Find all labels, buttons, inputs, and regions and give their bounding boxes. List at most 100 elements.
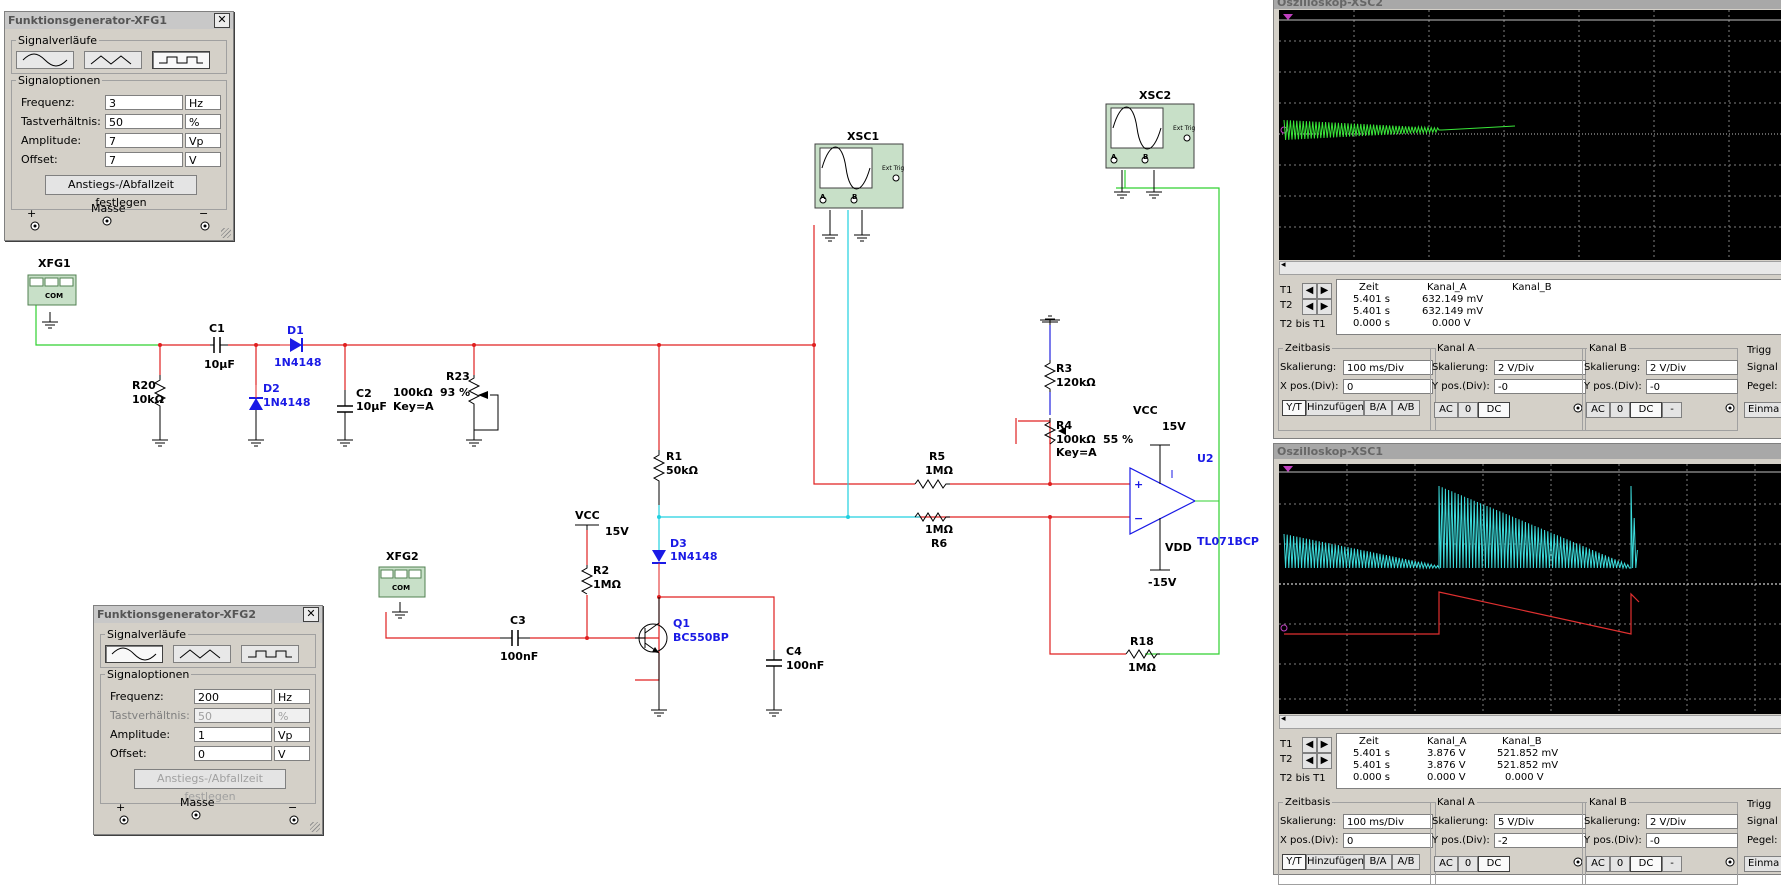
channel-a-scale-input[interactable]: 2 V/Div xyxy=(1494,360,1586,375)
close-button[interactable]: ✕ xyxy=(214,13,230,28)
t1-left-arrow-icon[interactable]: ◀ xyxy=(1302,737,1317,753)
t2-right-arrow-icon[interactable]: ▶ xyxy=(1317,299,1332,315)
channel-b-dc-button[interactable]: DC xyxy=(1630,402,1662,418)
window-title[interactable]: Oszilloskop-XSC1 xyxy=(1274,444,1781,459)
channel-a-zero-button[interactable]: 0 xyxy=(1458,856,1478,872)
amplitude-unit[interactable]: Vp xyxy=(185,133,221,148)
triangle-wave-button[interactable] xyxy=(173,645,231,663)
channel-a-ac-button[interactable]: AC xyxy=(1434,402,1458,418)
channel-a-ypos-input[interactable]: -0 xyxy=(1494,379,1586,394)
ab-button[interactable]: A/B xyxy=(1392,400,1420,416)
minus-terminal-icon[interactable] xyxy=(199,220,211,232)
oscilloscope-xsc2-window[interactable]: Oszilloskop-XSC2 ◂ T1 T2 T2 bis T1 ◀ ▶ ◀… xyxy=(1273,0,1781,439)
t1-right-arrow-icon[interactable]: ▶ xyxy=(1317,283,1332,299)
duty-cycle-input[interactable]: 50 xyxy=(105,114,183,129)
t2-right-arrow-icon[interactable]: ▶ xyxy=(1317,753,1332,769)
svg-text:Key=A: Key=A xyxy=(393,400,434,413)
channel-b-scale-input[interactable]: 2 V/Div xyxy=(1646,360,1738,375)
svg-text:COM: COM xyxy=(45,292,63,300)
channel-a-zero-button[interactable]: 0 xyxy=(1458,402,1478,418)
function-generator-xfg1-window[interactable]: Funktionsgenerator-XFG1 ✕ Signalverläufe… xyxy=(4,11,234,241)
channel-b-scale-input[interactable]: 2 V/Div xyxy=(1646,814,1738,829)
plus-terminal-icon[interactable] xyxy=(29,220,41,232)
channel-b-minus-button[interactable]: - xyxy=(1662,856,1682,872)
ab-button[interactable]: A/B xyxy=(1392,854,1420,870)
channel-a-terminal-icon[interactable] xyxy=(1572,402,1584,414)
offset-unit[interactable]: V xyxy=(274,746,310,761)
frequency-unit[interactable]: Hz xyxy=(185,95,221,110)
offset-input[interactable]: 0 xyxy=(194,746,272,761)
channel-a-ac-button[interactable]: AC xyxy=(1434,856,1458,872)
t2-left-arrow-icon[interactable]: ◀ xyxy=(1302,299,1317,315)
scroll-left-icon[interactable]: ◂ xyxy=(1281,714,1286,724)
ba-button[interactable]: B/A xyxy=(1364,854,1392,870)
scroll-left-icon[interactable]: ◂ xyxy=(1281,260,1286,270)
channel-a-ypos-input[interactable]: -2 xyxy=(1494,833,1586,848)
timebase-scale-input[interactable]: 100 ms/Div xyxy=(1343,814,1433,829)
channel-b-dc-button[interactable]: DC xyxy=(1630,856,1662,872)
horizontal-scrollbar[interactable]: ◂ xyxy=(1279,260,1781,275)
x-position-input[interactable]: 0 xyxy=(1343,833,1433,848)
offset-input[interactable]: 7 xyxy=(105,152,183,167)
trigger-single-button[interactable]: Einma xyxy=(1744,402,1781,418)
sine-wave-button[interactable] xyxy=(105,645,163,663)
channel-a-terminal-icon[interactable] xyxy=(1572,856,1584,868)
function-generator-xfg2-window[interactable]: Funktionsgenerator-XFG2 ✕ Signalverläufe… xyxy=(93,605,323,835)
minus-terminal-icon[interactable] xyxy=(288,814,300,826)
amplitude-input[interactable]: 7 xyxy=(105,133,183,148)
resize-grip-icon[interactable] xyxy=(310,822,320,832)
rise-fall-time-button[interactable]: Anstiegs-/Abfallzeit festlegen xyxy=(45,175,197,209)
square-wave-button[interactable] xyxy=(241,645,299,663)
svg-text:100nF: 100nF xyxy=(786,659,824,672)
frequency-input[interactable]: 3 xyxy=(105,95,183,110)
sine-wave-button[interactable] xyxy=(16,51,74,69)
scope-screen[interactable] xyxy=(1279,464,1781,714)
amplitude-input[interactable]: 1 xyxy=(194,727,272,742)
channel-a-scale-input[interactable]: 5 V/Div xyxy=(1494,814,1586,829)
window-title[interactable]: Oszilloskop-XSC2 xyxy=(1274,0,1781,9)
t2-left-arrow-icon[interactable]: ◀ xyxy=(1302,753,1317,769)
frequency-unit[interactable]: Hz xyxy=(274,689,310,704)
window-title: Funktionsgenerator-XFG2 xyxy=(97,608,256,621)
window-title-bar[interactable]: Funktionsgenerator-XFG2 ✕ xyxy=(94,606,322,623)
channel-b-zero-button[interactable]: 0 xyxy=(1610,402,1630,418)
svg-text:1N4148: 1N4148 xyxy=(263,396,310,409)
timebase-scale-input[interactable]: 100 ms/Div xyxy=(1343,360,1433,375)
ba-button[interactable]: B/A xyxy=(1364,400,1392,416)
horizontal-scrollbar[interactable]: ◂ xyxy=(1279,714,1781,729)
frequency-input[interactable]: 200 xyxy=(194,689,272,704)
window-title-bar[interactable]: Funktionsgenerator-XFG1 ✕ xyxy=(5,12,233,29)
amplitude-unit[interactable]: Vp xyxy=(274,727,310,742)
triangle-wave-button[interactable] xyxy=(84,51,142,69)
channel-b-ypos-input[interactable]: -0 xyxy=(1646,379,1738,394)
duty-cycle-unit[interactable]: % xyxy=(185,114,221,129)
common-terminal-icon[interactable] xyxy=(190,809,202,821)
close-button[interactable]: ✕ xyxy=(303,607,319,622)
channel-a-dc-button[interactable]: DC xyxy=(1478,856,1510,872)
square-wave-button[interactable] xyxy=(152,51,210,69)
offset-unit[interactable]: V xyxy=(185,152,221,167)
channel-a-dc-button[interactable]: DC xyxy=(1478,402,1510,418)
t1-right-arrow-icon[interactable]: ▶ xyxy=(1317,737,1332,753)
channel-b-zero-button[interactable]: 0 xyxy=(1610,856,1630,872)
add-button[interactable]: Hinzufügen xyxy=(1306,400,1364,416)
channel-b-minus-button[interactable]: - xyxy=(1662,402,1682,418)
x-position-input[interactable]: 0 xyxy=(1343,379,1433,394)
add-button[interactable]: Hinzufügen xyxy=(1306,854,1364,870)
channel-b-terminal-icon[interactable] xyxy=(1724,402,1736,414)
channel-b-ac-button[interactable]: AC xyxy=(1586,856,1610,872)
t1-left-arrow-icon[interactable]: ◀ xyxy=(1302,283,1317,299)
channel-b-ypos-input[interactable]: -0 xyxy=(1646,833,1738,848)
scope-screen[interactable] xyxy=(1279,10,1781,260)
oscilloscope-xsc1-window[interactable]: Oszilloskop-XSC1 ◂ T1 T2 T2 bis T1 ◀ ▶ ◀… xyxy=(1273,443,1781,885)
resize-grip-icon[interactable] xyxy=(221,228,231,238)
yt-button[interactable]: Y/T xyxy=(1282,400,1306,416)
yt-button[interactable]: Y/T xyxy=(1282,854,1306,870)
channel-b-ac-button[interactable]: AC xyxy=(1586,402,1610,418)
resistors xyxy=(153,360,1160,659)
trigger-single-button[interactable]: Einma xyxy=(1744,856,1781,872)
channel-b-terminal-icon[interactable] xyxy=(1724,856,1736,868)
plus-terminal-icon[interactable] xyxy=(118,814,130,826)
common-terminal-icon[interactable] xyxy=(101,215,113,227)
